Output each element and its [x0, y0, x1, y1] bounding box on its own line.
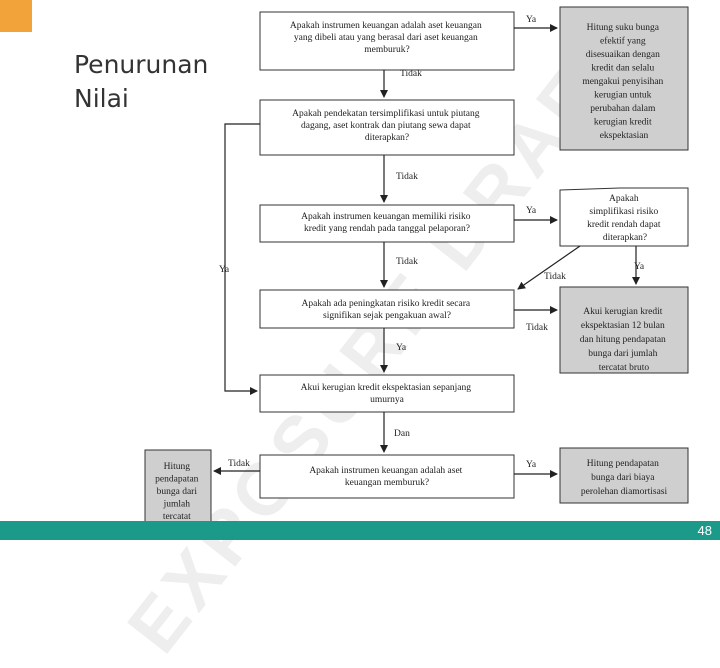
q5-line-1: Apakah instrumen keuangan adalah aset — [309, 466, 462, 476]
accent-square — [0, 0, 32, 32]
q5-line-2: keuangan memburuk? — [345, 478, 429, 488]
simplified-question-text: Apakah simplifikasi risiko kredit rendah… — [587, 194, 663, 243]
label-ya-q2: Ya — [219, 265, 230, 275]
amortised-line-2: bunga dari biaya — [591, 473, 655, 483]
box-simplified-low-risk-question — [559, 187, 689, 247]
label-ya-simplified: Ya — [634, 262, 645, 272]
q3-line-2: kredit yang rendah pada tanggal pelapora… — [304, 224, 470, 234]
q3-line-1: Apakah instrumen keuangan memiliki risik… — [301, 212, 471, 222]
q4-line-1: Apakah ada peningkatan risiko kredit sec… — [302, 299, 471, 309]
arrow-simpl-tidak — [517, 245, 581, 290]
amortised-line-3: perolehan diamortisasi — [581, 487, 668, 497]
eir-line-8: kerugian kredit — [594, 118, 652, 128]
gross-line-5: tercatat — [163, 512, 191, 522]
gross-line-3: bunga dari — [157, 487, 198, 497]
simplified-line-2: simplifikasi risiko — [589, 206, 658, 217]
credit-adjusted-eir-text: Hitung suku bunga efektif yang disesuaik… — [582, 23, 665, 141]
lifetime-ecl-text: Akui kerugian kredit ekspektasian sepanj… — [301, 383, 474, 405]
simplified-line-1: Apakah — [609, 194, 639, 204]
eir-line-2: efektif yang — [600, 36, 646, 47]
12-month-ecl-text: Akui kerugian kredit ekspektasian 12 bul… — [580, 307, 668, 373]
gross-line-1: Hitung — [164, 462, 191, 472]
q4-line-2: signifikan sejak pengakuan awal? — [323, 310, 451, 321]
label-ya-q1: Ya — [526, 15, 537, 25]
slide-title-line-1: Penurunan — [74, 50, 209, 79]
q2-line-1: Apakah pendekatan tersimplifikasi untuk … — [292, 108, 480, 119]
ecl12-line-5: tercatat bruto — [599, 363, 650, 373]
simplified-line-3: kredit rendah dapat — [587, 220, 661, 230]
ecl12-line-3: dan hitung pendapatan — [580, 335, 666, 345]
label-tidak-q4: Tidak — [526, 323, 548, 333]
slide-title-line-2: Nilai — [74, 84, 129, 113]
q2-line-2: dagang, aset kontrak dan piutang sewa da… — [301, 121, 471, 131]
gross-line-2: pendapatan — [155, 475, 199, 485]
q2-text: Apakah pendekatan tersimplifikasi untuk … — [292, 108, 482, 143]
eir-line-6: kerugian untuk — [594, 91, 652, 101]
box-q3-low-credit-risk — [259, 204, 515, 243]
eir-line-9: ekspektasian — [600, 131, 649, 141]
q1-line-2: yang dibeli atau yang berasal dari aset … — [294, 33, 478, 43]
box-q4-significant-increase — [259, 289, 515, 329]
eir-line-3: disesuaikan dengan — [586, 50, 660, 60]
q2-line-3: diterapkan? — [365, 133, 409, 143]
simplified-line-4: diterapkan? — [603, 233, 647, 243]
box-credit-adjusted-eir — [559, 6, 689, 151]
ecl12-line-1: Akui kerugian kredit — [583, 307, 663, 317]
q5-text: Apakah instrumen keuangan adalah aset ke… — [309, 466, 464, 488]
footer-bar — [0, 521, 720, 540]
amortised-cost-text: Hitung pendapatan bunga dari biaya perol… — [581, 459, 668, 497]
label-tidak-q2: Tidak — [396, 172, 418, 182]
box-q5-credit-impaired — [259, 454, 515, 499]
page-number: 48 — [697, 523, 712, 538]
arrow-q2-ya — [224, 123, 260, 395]
box-interest-amortised-cost — [559, 447, 689, 504]
lifetime-ecl-line-1: Akui kerugian kredit ekspektasian sepanj… — [301, 383, 472, 393]
eir-line-5: mengakui penyisihan — [582, 77, 663, 87]
label-ya-q4: Ya — [396, 343, 407, 353]
eir-line-4: kredit dan selalu — [591, 64, 654, 74]
label-ya-q5: Ya — [526, 460, 537, 470]
label-dan: Dan — [394, 429, 410, 439]
q4-text: Apakah ada peningkatan risiko kredit sec… — [302, 299, 473, 321]
q3-text: Apakah instrumen keuangan memiliki risik… — [301, 212, 473, 234]
label-tidak-q1: Tidak — [400, 69, 422, 79]
slide-title: Penurunan Nilai — [74, 48, 208, 116]
label-tidak-simplified: Tidak — [544, 272, 566, 282]
label-ya-q3: Ya — [526, 206, 537, 216]
eir-line-1: Hitung suku bunga — [587, 23, 660, 33]
box-lifetime-ecl — [259, 374, 515, 413]
ecl12-line-4: bunga dari jumlah — [588, 349, 657, 359]
eir-line-7: perubahan dalam — [590, 104, 656, 114]
gross-line-4: jumlah — [163, 500, 191, 510]
q1-text: Apakah instrumen keuangan adalah aset ke… — [290, 21, 484, 55]
lifetime-ecl-line-2: umurnya — [370, 395, 405, 405]
q1-line-3: memburuk? — [364, 45, 409, 55]
label-tidak-q3: Tidak — [396, 257, 418, 267]
box-q1-purchased-credit-impaired — [259, 11, 515, 71]
q1-line-1: Apakah instrumen keuangan adalah aset ke… — [290, 21, 482, 31]
ecl12-line-2: ekspektasian 12 bulan — [581, 321, 665, 331]
box-12-month-ecl — [559, 286, 689, 374]
impairment-flowchart: Apakah instrumen keuangan adalah aset ke… — [144, 6, 689, 540]
box-q2-simplified-approach — [259, 99, 515, 156]
label-tidak-q5: Tidak — [228, 459, 250, 469]
amortised-line-1: Hitung pendapatan — [587, 459, 659, 469]
